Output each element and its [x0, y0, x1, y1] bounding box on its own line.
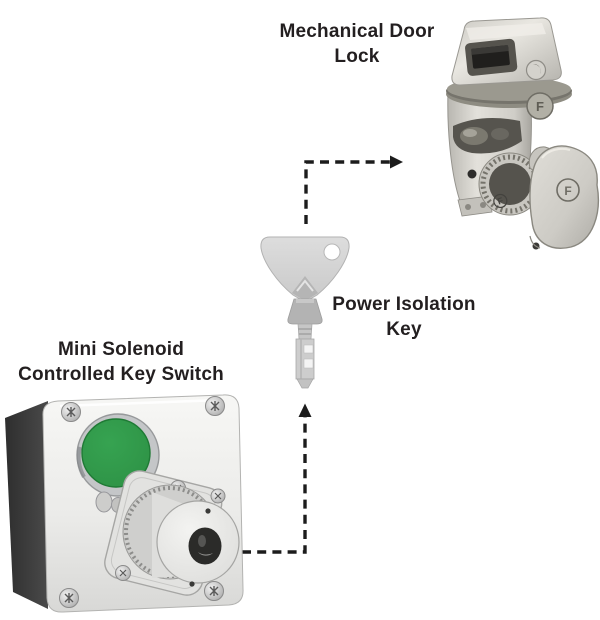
power-key-label-line1: Power Isolation — [332, 294, 476, 315]
switch-enclosure-side — [5, 401, 48, 609]
dashed-arrow-up-icon — [242, 403, 312, 554]
key-blade — [295, 338, 315, 389]
key-chevron-ridge — [292, 276, 318, 301]
lock-latch-slot — [465, 38, 518, 76]
door-lock-label-line1: Mechanical Door — [279, 21, 435, 42]
power-isolation-key-illustration — [260, 236, 350, 389]
door-lock-label-line2: Lock — [334, 46, 380, 67]
mechanical-door-lock-illustration: F F — [446, 17, 599, 250]
door-lock-label: Mechanical Door Lock — [262, 19, 452, 69]
lock-fixing-hole — [467, 169, 477, 179]
power-key-label: Power Isolation Key — [329, 292, 479, 342]
key-neck — [297, 323, 313, 340]
svg-text:F: F — [564, 184, 571, 198]
mini-solenoid-key-switch-illustration: F — [5, 394, 244, 613]
key-ring-hole — [323, 243, 341, 261]
switch-corner-screws — [59, 396, 225, 608]
switch-key-cylinder[interactable] — [122, 484, 240, 587]
svg-text:F: F — [536, 99, 544, 114]
key-switch-label: Mini Solenoid Controlled Key Switch — [0, 337, 242, 387]
lock-dust-flap: F — [528, 145, 599, 250]
key-collar — [287, 298, 323, 325]
lock-side-button — [525, 59, 547, 81]
lock-window-cutout — [453, 117, 522, 154]
dashed-arrow-right-icon — [304, 155, 403, 224]
svg-text:F: F — [496, 195, 505, 206]
key-switch-label-line2: Controlled Key Switch — [18, 364, 224, 385]
key-switch-label-line1: Mini Solenoid — [57, 339, 185, 360]
lock-knurled-ring: F — [478, 152, 542, 216]
lock-brand-disc: F — [526, 92, 554, 120]
power-key-label-line2: Key — [386, 319, 422, 340]
